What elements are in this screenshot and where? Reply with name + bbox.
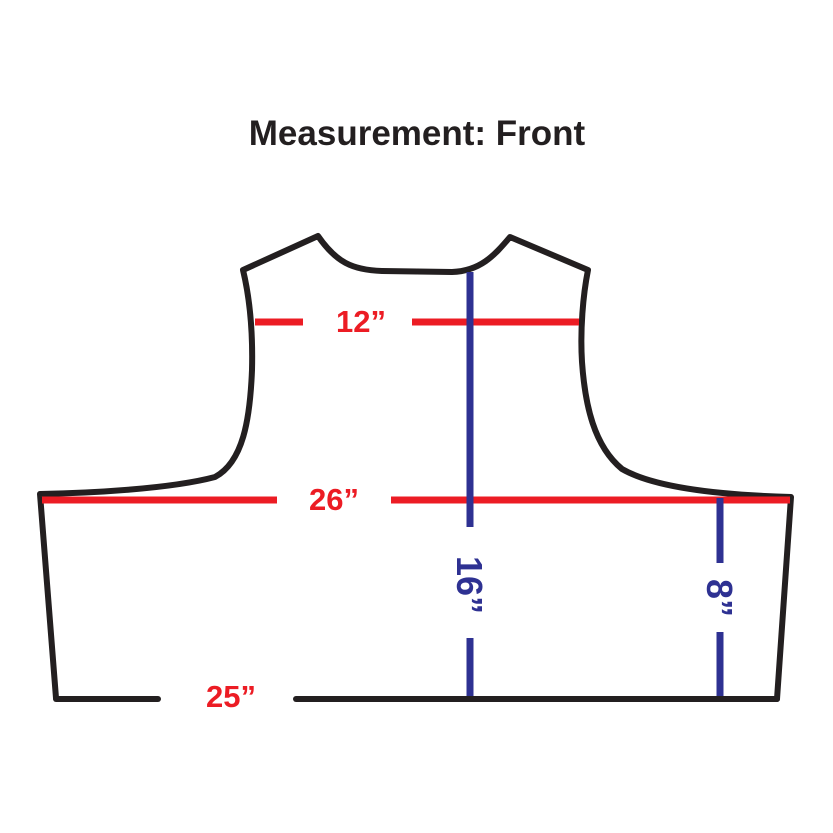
bottom-width-label: 25”	[206, 679, 256, 714]
front-length-label: 16”	[449, 556, 490, 614]
side-length-label: 8”	[699, 579, 740, 617]
chest-width-label: 12”	[336, 304, 386, 339]
vest-outline	[37, 233, 794, 702]
page-title: Measurement: Front	[249, 114, 586, 153]
full-width-label: 26”	[309, 482, 359, 517]
